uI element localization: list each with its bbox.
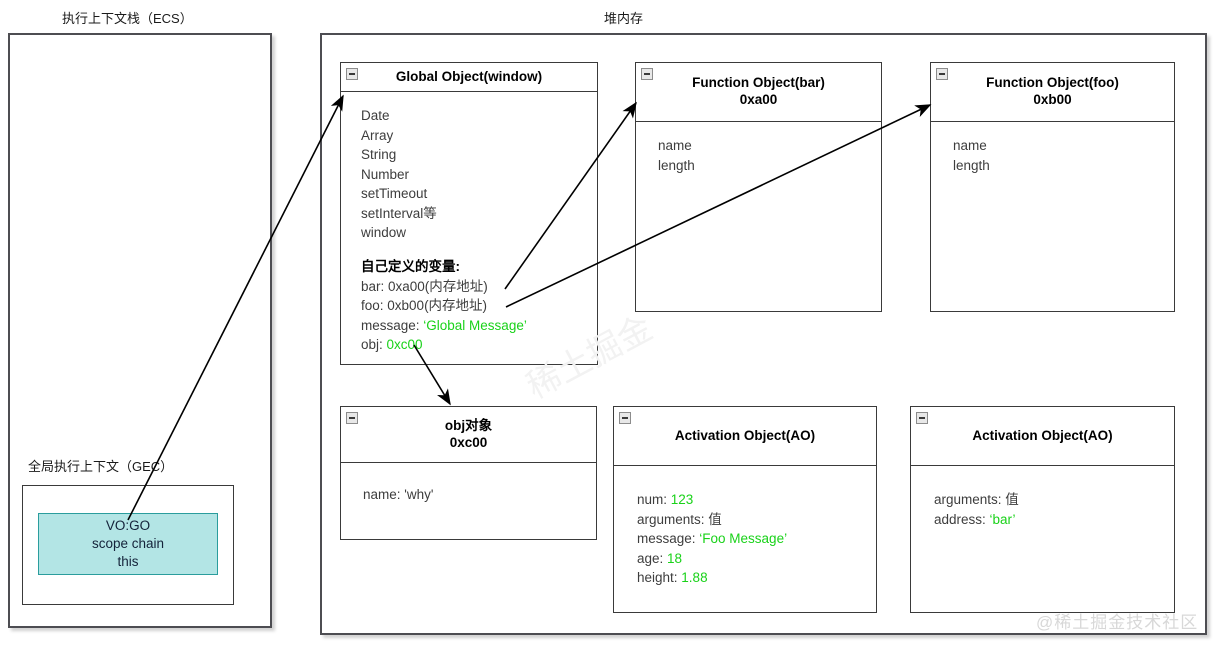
custom-variables-heading: 自己定义的变量: bbox=[361, 258, 460, 274]
activation-object-foo-title: Activation Object(AO) bbox=[674, 427, 816, 443]
builtin-item: window bbox=[361, 225, 407, 241]
builtin-item: setTimeout bbox=[361, 186, 428, 202]
collapse-minus-icon[interactable] bbox=[619, 412, 631, 424]
custom-var-value: 0xc00 bbox=[386, 337, 423, 353]
ecs-title-label: 执行上下文栈（ECS） bbox=[62, 11, 193, 26]
obj-object-body: name: 'why' bbox=[341, 463, 596, 505]
collapse-minus-icon[interactable] bbox=[936, 68, 948, 80]
custom-var-foo: foo: 0xb00(内存地址) bbox=[361, 296, 597, 316]
vo-go-line-1: VO:GO bbox=[105, 517, 151, 533]
ao-prop-key: height: bbox=[637, 570, 682, 586]
custom-var-key: obj: bbox=[361, 337, 387, 353]
ao-prop-value: ‘Foo Message’ bbox=[699, 531, 788, 547]
ao-prop-key: num: bbox=[637, 492, 671, 507]
collapse-minus-icon[interactable] bbox=[346, 412, 358, 424]
collapse-minus-icon[interactable] bbox=[346, 68, 358, 80]
obj-object-box[interactable]: obj对象 0xc00 name: 'why' bbox=[340, 406, 597, 540]
ao-prop-key: message: bbox=[637, 531, 700, 547]
ao-prop-key: age: bbox=[637, 550, 668, 566]
ao-prop-age: age: 18 bbox=[637, 549, 876, 569]
custom-var-message: message: ‘Global Message’ bbox=[361, 316, 597, 336]
function-object-bar-box[interactable]: Function Object(bar) 0xa00 name length bbox=[635, 62, 882, 312]
ao-prop-value: ‘bar’ bbox=[989, 511, 1016, 527]
activation-object-bar-title: Activation Object(AO) bbox=[972, 427, 1113, 443]
function-object-foo-body: name length bbox=[931, 122, 1174, 175]
watermark-label: @稀土掘金技术社区 bbox=[1036, 613, 1199, 632]
ao-prop-arguments: arguments: 值 bbox=[934, 490, 1174, 510]
function-prop-length: length bbox=[953, 157, 990, 173]
collapse-minus-icon[interactable] bbox=[916, 412, 928, 424]
vo-go-line-2: scope chain bbox=[91, 535, 165, 551]
custom-var-key: foo: bbox=[361, 298, 388, 314]
gec-label: 全局执行上下文（GEC） bbox=[28, 459, 174, 474]
custom-var-value: 0xa00(内存地址) bbox=[388, 278, 488, 294]
obj-object-title: obj对象 bbox=[444, 417, 493, 433]
ao-prop-value: 1.88 bbox=[681, 570, 708, 586]
vo-go-block[interactable]: VO:GO scope chain this bbox=[38, 513, 218, 575]
builtin-item: Number bbox=[361, 166, 410, 182]
global-object-header: Global Object(window) bbox=[341, 63, 597, 92]
function-object-foo-box[interactable]: Function Object(foo) 0xb00 name length bbox=[930, 62, 1175, 312]
ao-prop-message: message: ‘Foo Message’ bbox=[637, 529, 876, 549]
builtin-item: String bbox=[361, 147, 397, 163]
function-prop-name: name bbox=[658, 138, 692, 153]
function-object-foo-address: 0xb00 bbox=[1033, 92, 1072, 107]
heap-title-label: 堆内存 bbox=[604, 11, 644, 26]
ao-prop-key: arguments: bbox=[637, 511, 709, 527]
function-object-foo-title: Function Object(foo) bbox=[986, 75, 1119, 91]
obj-prop-name: name: 'why' bbox=[363, 487, 434, 502]
obj-object-header: obj对象 0xc00 bbox=[341, 407, 596, 463]
builtin-item: Date bbox=[361, 108, 390, 123]
obj-object-address: 0xc00 bbox=[449, 434, 488, 450]
ao-prop-key: arguments: bbox=[934, 492, 1006, 507]
function-prop-length: length bbox=[658, 157, 695, 173]
function-object-foo-header: Function Object(foo) 0xb00 bbox=[931, 63, 1174, 122]
collapse-minus-icon[interactable] bbox=[641, 68, 653, 80]
function-object-bar-header: Function Object(bar) 0xa00 bbox=[636, 63, 881, 122]
global-builtins-list: Date Array String Number setTimeout setI… bbox=[361, 106, 597, 243]
ao-prop-value: 123 bbox=[670, 492, 694, 507]
ao-prop-value: 值 bbox=[1005, 492, 1019, 507]
activation-object-foo-body: num: 123 arguments: 值 message: ‘Foo Mess… bbox=[614, 466, 876, 588]
custom-var-key: message: bbox=[361, 317, 424, 333]
activation-object-bar-header: Activation Object(AO) bbox=[911, 407, 1174, 466]
custom-var-bar: bar: 0xa00(内存地址) bbox=[361, 277, 597, 297]
global-object-box[interactable]: Global Object(window) Date Array String … bbox=[340, 62, 598, 365]
builtin-item: Array bbox=[361, 127, 394, 143]
ao-prop-value: 值 bbox=[708, 511, 722, 527]
ao-prop-arguments: arguments: 值 bbox=[637, 510, 876, 530]
function-object-bar-title: Function Object(bar) bbox=[692, 75, 825, 91]
function-prop-name: name bbox=[953, 138, 987, 153]
function-object-bar-body: name length bbox=[636, 122, 881, 175]
ao-prop-height: height: 1.88 bbox=[637, 568, 876, 588]
ao-prop-address: address: ‘bar’ bbox=[934, 510, 1174, 530]
custom-var-value: 0xb00(内存地址) bbox=[387, 298, 488, 314]
ao-prop-key: address: bbox=[934, 511, 990, 527]
activation-object-bar-box[interactable]: Activation Object(AO) arguments: 值 addre… bbox=[910, 406, 1175, 613]
custom-var-key: bar: bbox=[361, 278, 389, 294]
custom-var-value: ‘Global Message’ bbox=[423, 317, 527, 333]
ao-prop-value: 18 bbox=[667, 550, 683, 566]
ao-prop-num: num: 123 bbox=[637, 490, 876, 510]
activation-object-foo-box[interactable]: Activation Object(AO) num: 123 arguments… bbox=[613, 406, 877, 613]
activation-object-bar-body: arguments: 值 address: ‘bar’ bbox=[911, 466, 1174, 529]
function-object-bar-address: 0xa00 bbox=[739, 92, 778, 107]
builtin-item: setInterval等 bbox=[361, 205, 437, 221]
vo-go-line-3: this bbox=[117, 554, 139, 570]
global-object-body: Date Array String Number setTimeout setI… bbox=[341, 92, 597, 355]
global-object-title: Global Object(window) bbox=[395, 68, 543, 84]
activation-object-foo-header: Activation Object(AO) bbox=[614, 407, 876, 466]
